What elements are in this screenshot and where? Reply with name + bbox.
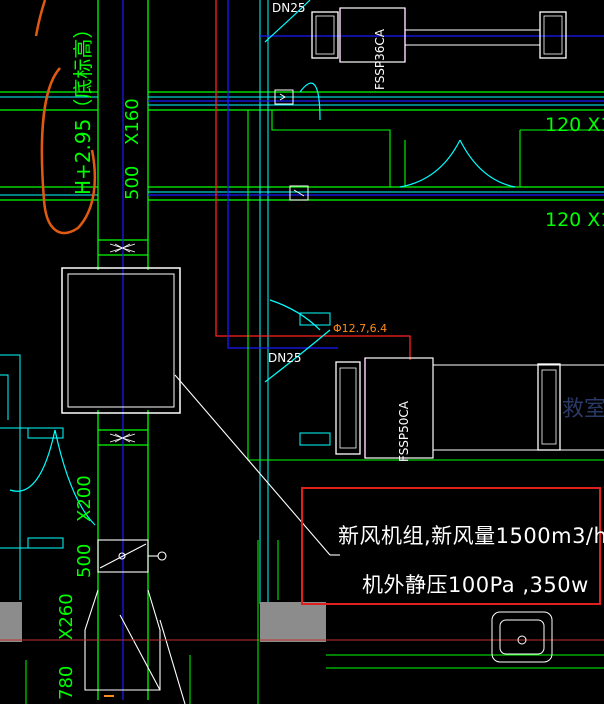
door-swings [9, 0, 516, 526]
elevation-note: H+2.95（底标高） [71, 19, 95, 195]
room-label: 救室 [562, 397, 604, 422]
blue-vertical-pipe [227, 0, 338, 349]
red-refrigerant-pipes [215, 0, 411, 360]
fan-coil-label-a: FSSP36CA [373, 28, 387, 90]
fan-coil-unit-a [311, 7, 567, 63]
duct-size-bottom: X260 [56, 593, 77, 640]
sink-fixture-icon [491, 611, 553, 663]
lower-duct-transition [84, 374, 340, 704]
callout-line-2: 机外静压100Pa ,350w [362, 573, 589, 597]
gray-wall-block-left [0, 602, 22, 642]
fan-coil-unit-b [335, 357, 604, 459]
valve-symbols [274, 89, 309, 201]
duct-120-label-a: 120 X1 [545, 114, 604, 136]
flex-connector-bottom [109, 433, 136, 443]
duct-width-mid: 500 [74, 544, 95, 578]
duct-width-top: 500 [122, 166, 143, 200]
left-wall-lines [0, 354, 30, 600]
pipe-fittings [27, 312, 331, 549]
pipe-dn-mid: DN25 [268, 351, 302, 365]
gray-wall-block-right [260, 602, 326, 642]
duct-width-bottom: 780 [56, 666, 77, 700]
hand-markup-loop [40, 67, 97, 235]
hand-markup-stroke [34, 0, 47, 37]
duct-size-mid: X200 [74, 475, 95, 522]
top-horizontal-ducts [0, 91, 604, 201]
pipe-dn-top: DN25 [272, 1, 306, 15]
duct-size-top: X160 [122, 98, 143, 145]
fan-coil-label-b: FSSP50CA [397, 400, 411, 462]
flex-connector-top [109, 243, 136, 253]
bottom-green-structure [25, 540, 604, 704]
duct-120-label-b: 120 X1 [545, 209, 604, 231]
pipe-spec: Φ12.7,6.4 [333, 322, 387, 335]
fresh-air-unit [61, 267, 181, 414]
callout-box [301, 487, 601, 605]
callout-line-1: 新风机组,新风量1500m3/h [338, 524, 604, 548]
